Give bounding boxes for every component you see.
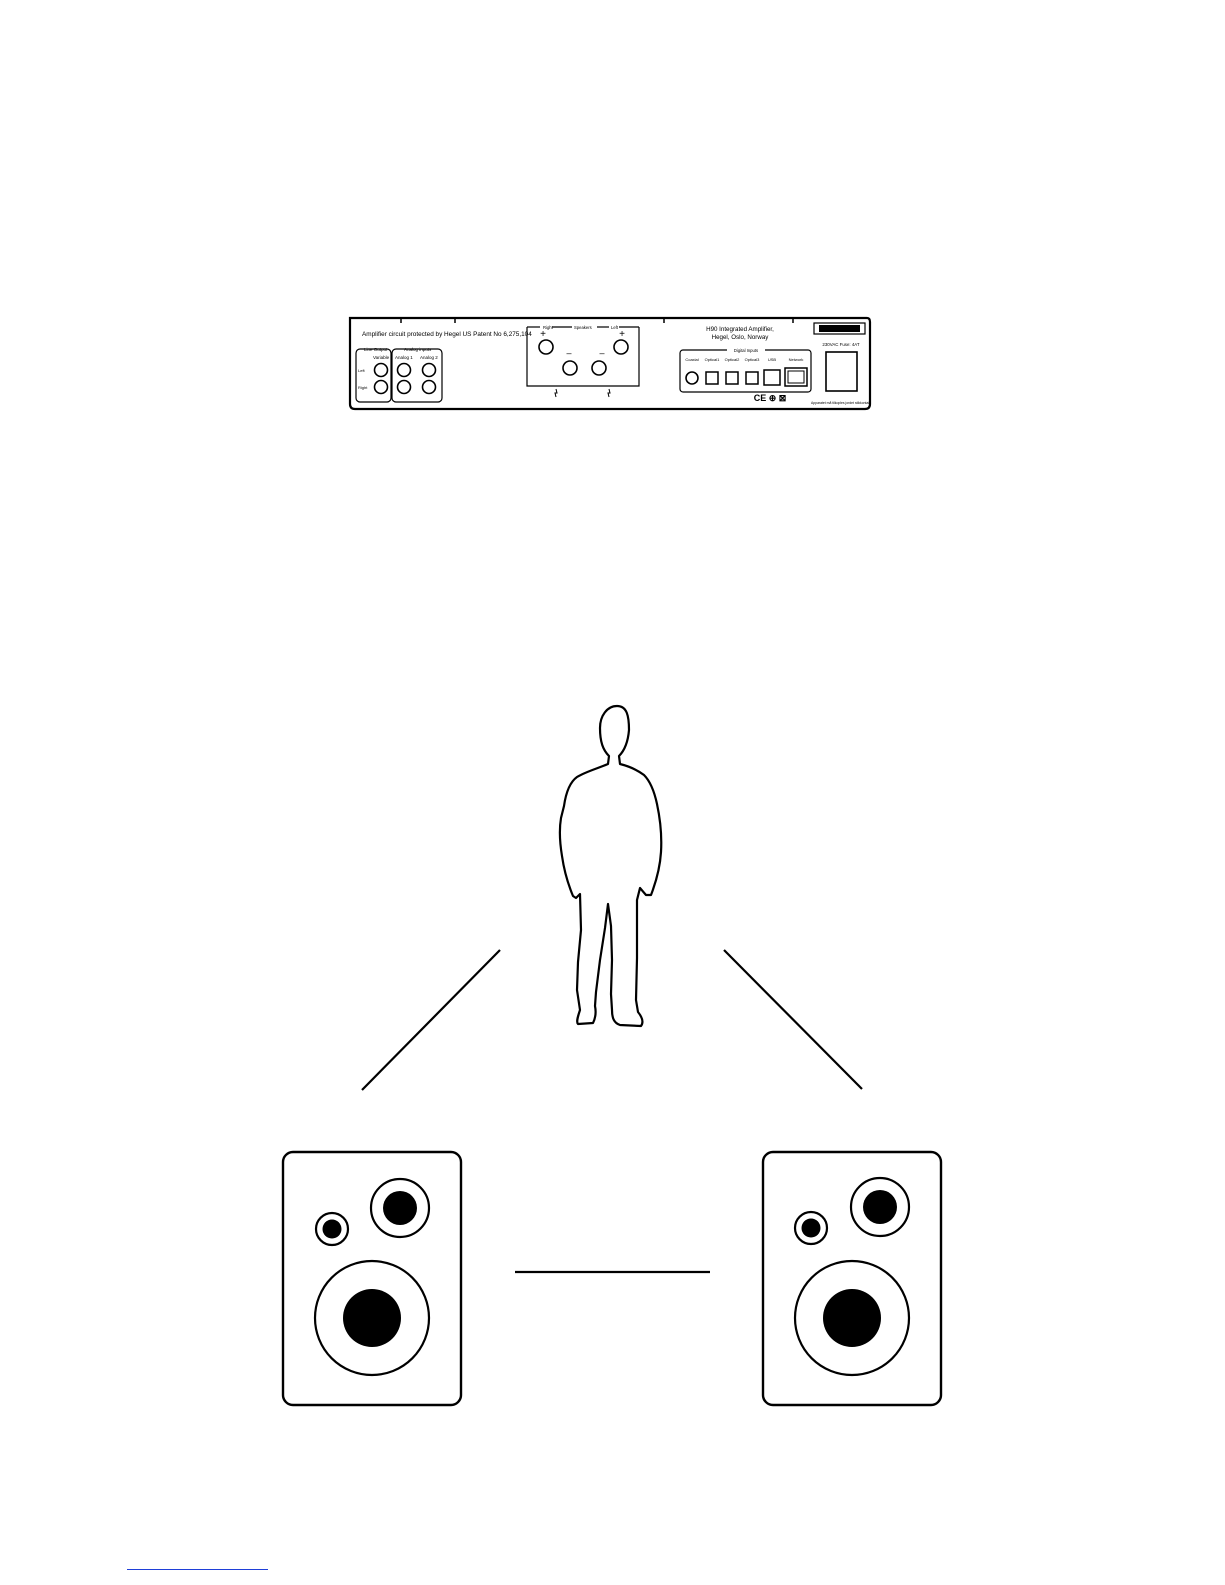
network-port[interactable] — [784, 367, 808, 387]
optical3-label: Optical3 — [745, 357, 760, 362]
digital-inputs-group: Digital Inputs Coaxial Optical1 Optical2… — [679, 347, 812, 393]
right-plus-terminal[interactable] — [538, 339, 554, 355]
model-line1: H90 Integrated Amplifier, — [706, 326, 774, 333]
model-line2: Hegel, Oslo, Norway — [712, 334, 770, 341]
variable-label: Variable — [373, 355, 390, 360]
analog1-left-jack[interactable] — [396, 362, 412, 378]
analog1-right-jack[interactable] — [396, 379, 412, 395]
left-speaker-midrange-cone — [383, 1191, 417, 1225]
footer-underline[interactable] — [127, 1569, 268, 1570]
left-minus-symbol: – — [599, 348, 604, 358]
analog2-left-jack[interactable] — [421, 362, 437, 378]
analog-inputs-group: Analog inputs Analog 1 Analog 2 — [391, 347, 443, 403]
power-inlet[interactable] — [825, 351, 858, 392]
amplifier-chassis — [348, 316, 872, 411]
chassis-notches — [400, 318, 794, 323]
grounding-warning: Apparatet må tilkoples jordet stikkontak… — [811, 401, 871, 405]
speaker-terminals-group: Right Speakers Left + + – – — [526, 325, 640, 398]
right-speaker-tweeter-dome — [801, 1218, 821, 1238]
usb-port[interactable] — [763, 369, 781, 386]
line-out-right-jack[interactable] — [373, 379, 389, 395]
line-left-label: Left — [358, 368, 366, 373]
left-plus-symbol: + — [619, 329, 625, 340]
left-speaker-icon — [281, 1150, 463, 1407]
analog1-label: Analog 1 — [395, 355, 413, 360]
optical3-port[interactable] — [745, 371, 759, 385]
usb-label: USB — [768, 357, 777, 362]
right-minus-terminal[interactable] — [562, 360, 578, 376]
certification-marks: CE ⊕ ⊠ — [754, 393, 787, 403]
speakers-left-label: Left — [611, 325, 619, 330]
coaxial-label: Coaxial — [685, 357, 698, 362]
optical2-label: Optical2 — [725, 357, 740, 362]
line-output-label: Line Output — [364, 347, 388, 352]
digital-inputs-label: Digital Inputs — [734, 348, 758, 353]
right-listening-line — [723, 949, 863, 1090]
optical1-label: Optical1 — [705, 357, 720, 362]
analog2-right-jack[interactable] — [421, 379, 437, 395]
optical2-port[interactable] — [725, 371, 739, 385]
analog2-label: Analog 2 — [420, 355, 438, 360]
serial-barcode — [819, 325, 860, 332]
left-plus-terminal[interactable] — [613, 339, 629, 355]
right-speaker-icon — [761, 1150, 943, 1407]
right-speaker-woofer-cone — [823, 1289, 881, 1347]
right-minus-symbol: – — [566, 348, 571, 358]
patent-text: Amplifier circuit protected by Hegel US … — [362, 331, 532, 338]
shock-warning-icon — [554, 388, 558, 398]
speakers-right-label: Right — [543, 325, 554, 330]
line-output-group: Line Output Variable Left Right — [355, 347, 392, 403]
coaxial-jack[interactable] — [685, 371, 699, 385]
optical1-port[interactable] — [705, 371, 719, 385]
left-speaker-woofer-cone — [343, 1289, 401, 1347]
line-right-label: Right — [358, 385, 368, 390]
line-out-left-jack[interactable] — [373, 362, 389, 378]
speakers-label: Speakers — [574, 325, 592, 330]
left-minus-terminal[interactable] — [591, 360, 607, 376]
power-rating: 230VAC Fuse: 4AT — [822, 342, 859, 347]
network-label: Network — [789, 357, 804, 362]
right-speaker-midrange-cone — [863, 1190, 897, 1224]
right-plus-symbol: + — [540, 329, 546, 340]
listener-silhouette-icon — [558, 704, 663, 1028]
analog-inputs-label: Analog inputs — [404, 347, 432, 352]
shock-warning-icon — [607, 388, 611, 398]
left-listening-line — [361, 949, 501, 1091]
power-section: 230VAC Fuse: 4AT Apparatet må tilkoples … — [811, 322, 871, 405]
left-speaker-tweeter-dome — [322, 1219, 342, 1239]
amplifier-rear-panel: Amplifier circuit protected by Hegel US … — [348, 316, 872, 411]
